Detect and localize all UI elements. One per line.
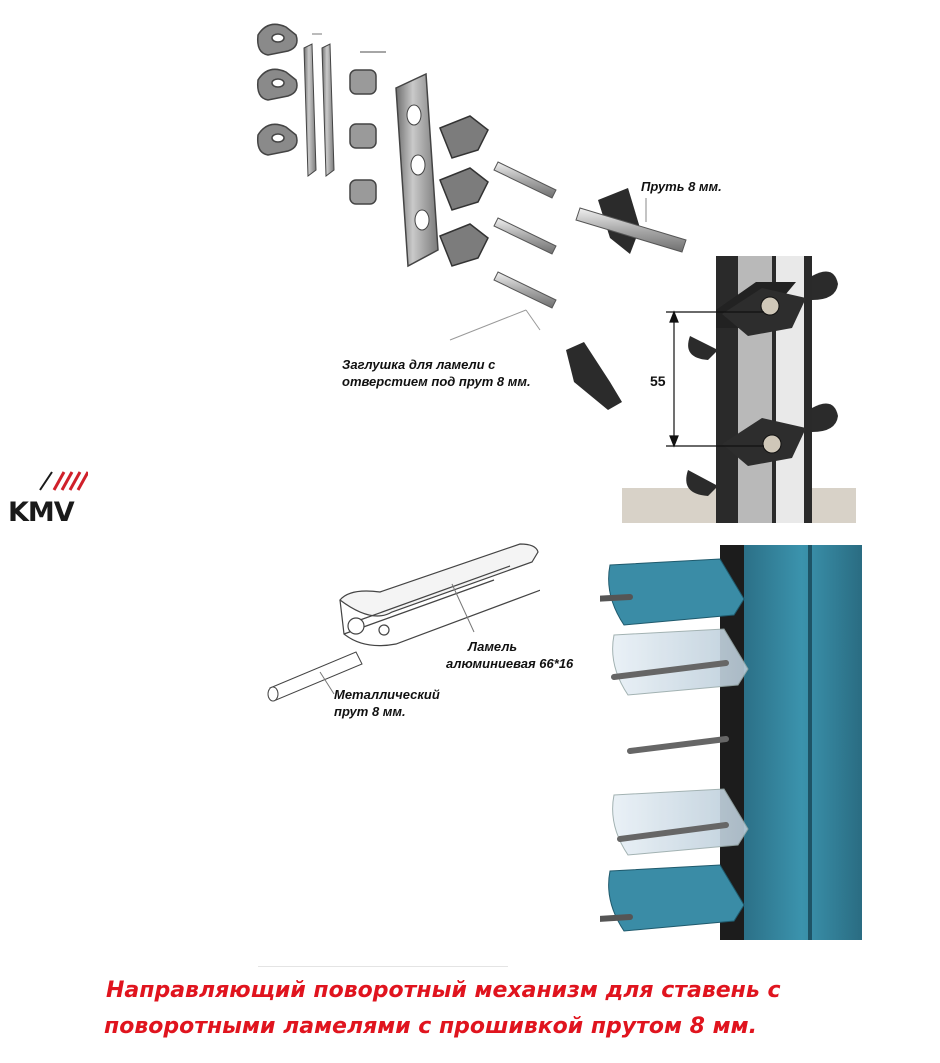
pin-parts	[493, 161, 557, 309]
lamella-cap-with-rod	[575, 188, 687, 254]
washer-part	[256, 123, 298, 156]
metal-rod	[267, 651, 363, 702]
logo-stripes-icon	[39, 471, 90, 491]
connector-parts	[349, 51, 386, 205]
lamella-sketch	[267, 543, 540, 702]
lamella-cap-label-line2: отверстием под прут 8 мм.	[342, 374, 531, 389]
mounting-strips	[303, 33, 335, 177]
lamella-label-line2: алюминиевая 66*16	[446, 656, 574, 671]
lamella-label-line1: Ламель	[468, 639, 518, 654]
washer-part	[256, 68, 298, 101]
caption-line2: поворотными ламелями с прошивкой прутом …	[104, 1014, 757, 1039]
lamella-cap-label-line1: Заглушка для ламели с	[342, 357, 496, 372]
dimension-55-line	[666, 310, 764, 448]
rod-leader-line	[319, 671, 335, 695]
leader-lines	[449, 309, 541, 341]
caption-line1: Направляющий поворотный механизм для ста…	[106, 978, 781, 1003]
kmv-logo: KMV	[8, 466, 90, 528]
shutter-render	[600, 545, 862, 940]
dimension-55-label: 55	[650, 373, 666, 389]
glass-lamella	[611, 628, 749, 696]
metal-rod-label-line2: прут 8 мм.	[334, 704, 406, 719]
rod-8mm-label: Пруть 8 мм.	[641, 179, 722, 194]
blue-lamella-top	[600, 558, 745, 626]
rod-only	[627, 736, 729, 754]
glass-lamella	[612, 788, 749, 856]
logo-text: KMV	[8, 497, 75, 528]
rotating-brackets	[439, 115, 489, 267]
lamella-leader-line	[451, 583, 475, 633]
vertical-profile	[395, 72, 439, 268]
divider	[258, 966, 508, 967]
lamella-cap	[566, 342, 622, 410]
washer-parts	[256, 23, 298, 156]
profile-photo	[622, 256, 856, 523]
washer-part	[256, 23, 298, 56]
metal-rod-label-line1: Металлический	[334, 687, 440, 702]
exploded-parts-diagram	[256, 23, 856, 523]
blue-lamella-bottom	[600, 864, 745, 932]
